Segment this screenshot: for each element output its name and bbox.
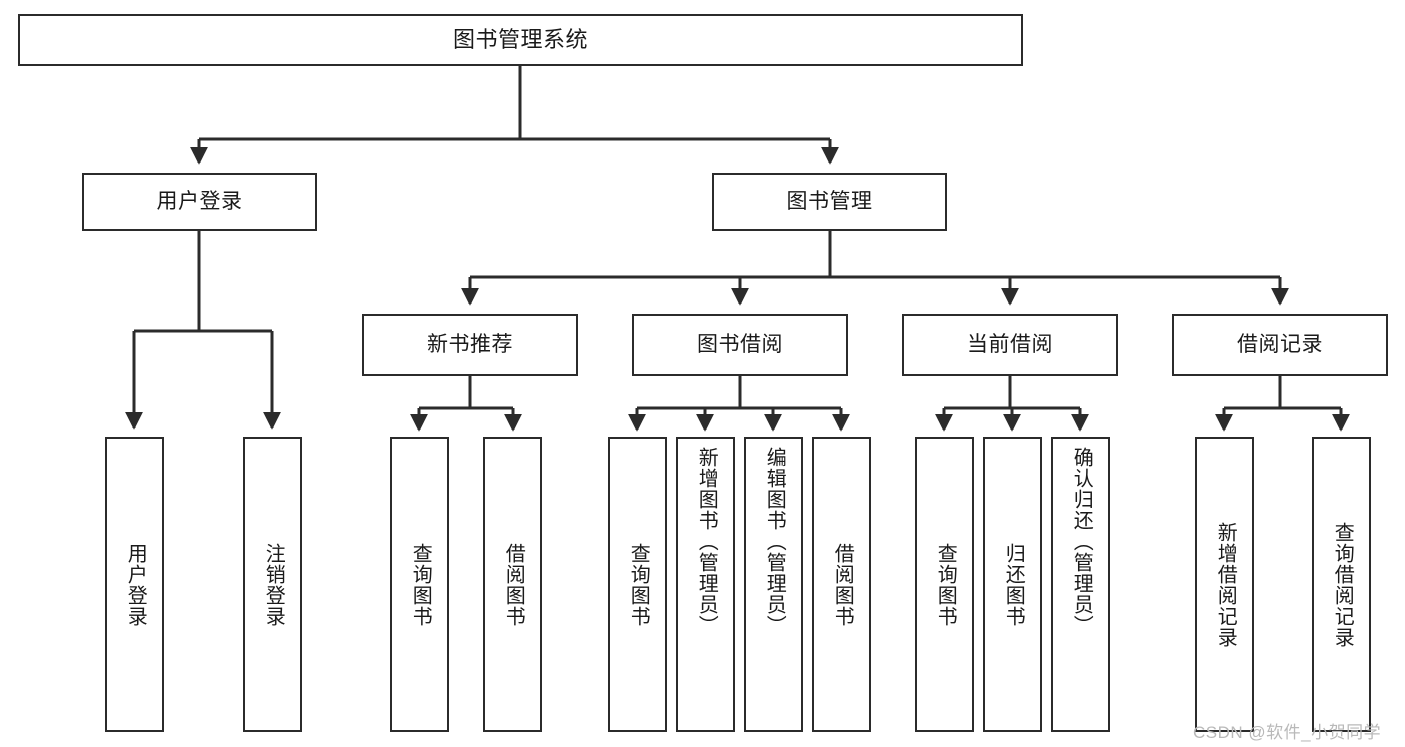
node-leaf-query-borrow-record[interactable]: 查询借阅记录 <box>1312 437 1371 732</box>
node-leaf-add-borrow-record[interactable]: 新增借阅记录 <box>1195 437 1254 732</box>
node-label: 归还图书 <box>1002 542 1025 627</box>
node-leaf-borrow-book[interactable]: 借阅图书 <box>812 437 871 732</box>
node-book-management[interactable]: 图书管理 <box>712 173 947 231</box>
node-leaf-return-book[interactable]: 归还图书 <box>983 437 1042 732</box>
node-leaf-confirm-return-admin[interactable]: 确认归还（管理员） <box>1051 437 1110 732</box>
node-leaf-query-book-current[interactable]: 查询图书 <box>915 437 974 732</box>
node-leaf-query-book-recommend[interactable]: 查询图书 <box>390 437 449 732</box>
node-label: 注销登录 <box>262 542 285 627</box>
node-label: 新书推荐 <box>427 332 513 356</box>
node-label: 确认归还（管理员） <box>1070 447 1093 636</box>
node-leaf-user-login[interactable]: 用户登录 <box>105 437 164 732</box>
node-leaf-user-logout[interactable]: 注销登录 <box>243 437 302 732</box>
node-label: 新增图书（管理员） <box>695 447 718 636</box>
node-label: 查询图书 <box>627 542 650 627</box>
node-label: 用户登录 <box>156 189 243 213</box>
node-label: 查询图书 <box>934 542 957 627</box>
node-label: 用户登录 <box>124 542 147 627</box>
node-label: 借阅图书 <box>831 542 854 627</box>
node-root-system[interactable]: 图书管理系统 <box>18 14 1023 66</box>
node-book-borrowing[interactable]: 图书借阅 <box>632 314 848 376</box>
node-label: 新增借阅记录 <box>1214 521 1237 648</box>
node-label: 借阅记录 <box>1237 332 1323 356</box>
node-borrow-records[interactable]: 借阅记录 <box>1172 314 1388 376</box>
node-current-borrowing[interactable]: 当前借阅 <box>902 314 1118 376</box>
node-label: 查询图书 <box>409 542 432 627</box>
node-leaf-borrow-book-recommend[interactable]: 借阅图书 <box>483 437 542 732</box>
csdn-watermark: CSDN @软件_小贺同学 <box>1193 723 1382 742</box>
node-label: 图书管理 <box>786 189 873 213</box>
node-label: 编辑图书（管理员） <box>763 447 786 636</box>
node-user-login[interactable]: 用户登录 <box>82 173 317 231</box>
node-leaf-add-book-admin[interactable]: 新增图书（管理员） <box>676 437 735 732</box>
node-label: 当前借阅 <box>967 332 1053 356</box>
node-leaf-edit-book-admin[interactable]: 编辑图书（管理员） <box>744 437 803 732</box>
node-label: 图书管理系统 <box>452 27 588 53</box>
node-label: 图书借阅 <box>697 332 783 356</box>
node-leaf-query-book-borrow[interactable]: 查询图书 <box>608 437 667 732</box>
node-label: 借阅图书 <box>502 542 525 627</box>
node-new-book-recommendation[interactable]: 新书推荐 <box>362 314 578 376</box>
node-label: 查询借阅记录 <box>1331 521 1354 648</box>
